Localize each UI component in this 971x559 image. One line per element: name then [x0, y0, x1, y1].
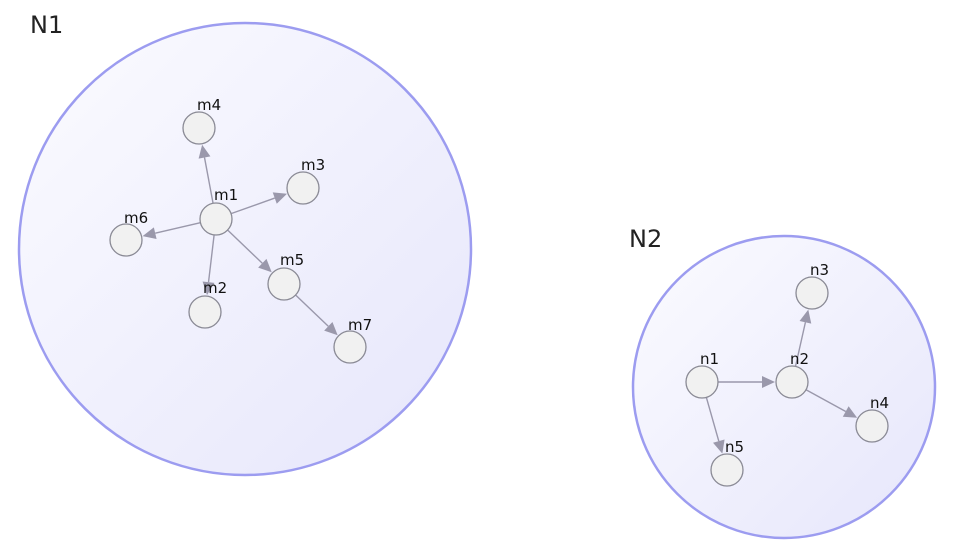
edge-arrowhead	[142, 227, 157, 240]
node-n4[interactable]: n4	[855, 394, 889, 443]
edge-line	[227, 229, 263, 264]
edge-m5-m7	[295, 294, 338, 336]
node-label: m1	[214, 186, 238, 204]
node-label: m2	[203, 279, 227, 297]
node-m3[interactable]: m3	[286, 156, 325, 205]
node-circle[interactable]	[188, 295, 222, 329]
node-n5[interactable]: n5	[710, 438, 744, 487]
node-m6[interactable]: m6	[109, 209, 148, 257]
edge-line	[705, 397, 720, 442]
node-label: m7	[348, 316, 372, 334]
node-m5[interactable]: m5	[267, 251, 304, 301]
node-label: m5	[280, 251, 304, 269]
node-circle[interactable]	[710, 453, 744, 487]
node-circle[interactable]	[267, 267, 301, 301]
cluster-n2: N2 n1 n2 n3 n4 n5	[629, 225, 937, 540]
edge-line	[794, 322, 807, 367]
node-m7[interactable]: m7	[333, 316, 372, 364]
cluster-n1-boundary	[17, 21, 473, 477]
edge-m1-m3	[230, 192, 287, 215]
node-label: n1	[700, 350, 719, 368]
cluster-n1-title: N1	[30, 11, 63, 39]
edge-arrowhead	[324, 321, 338, 336]
edge-arrowhead	[762, 376, 775, 388]
node-m1[interactable]: m1	[199, 186, 238, 236]
edge-arrowhead	[799, 309, 812, 324]
edge-arrowhead	[272, 192, 287, 204]
node-label: n2	[790, 350, 809, 368]
edge-n1-n2	[718, 376, 775, 388]
node-circle[interactable]	[855, 409, 889, 443]
node-circle[interactable]	[286, 171, 320, 205]
edge-m1-m2	[202, 234, 215, 296]
cluster-n2-nodes: n1 n2 n3 n4 n5	[685, 261, 889, 487]
edge-line	[155, 221, 201, 234]
edge-n1-n5	[705, 397, 725, 454]
node-n3[interactable]: n3	[795, 261, 829, 310]
node-label: n5	[725, 438, 744, 456]
node-m2[interactable]: m2	[188, 279, 227, 329]
edge-arrowhead	[713, 439, 725, 454]
node-circle[interactable]	[775, 365, 809, 399]
edge-m1-m4	[198, 144, 214, 204]
edge-line	[207, 234, 215, 283]
edge-line	[295, 294, 329, 327]
node-circle[interactable]	[333, 330, 367, 364]
cluster-n1-edges	[142, 144, 338, 336]
edge-n2-n3	[794, 309, 812, 367]
edge-n2-n4	[805, 389, 858, 418]
cluster-n2-edges	[705, 309, 858, 454]
edge-arrowhead	[198, 144, 211, 159]
node-circle[interactable]	[109, 223, 143, 257]
edge-arrowhead	[842, 406, 858, 418]
cluster-n1: N1 m1 m2 m3 m4 m5 m6 m7	[17, 11, 473, 477]
node-label: n3	[810, 261, 829, 279]
node-n2[interactable]: n2	[775, 350, 809, 399]
node-m4[interactable]: m4	[182, 96, 221, 145]
node-circle[interactable]	[795, 276, 829, 310]
edge-arrowhead	[202, 281, 215, 296]
edge-m1-m6	[142, 221, 201, 240]
node-circle[interactable]	[199, 202, 233, 236]
edge-line	[230, 197, 275, 215]
node-circle[interactable]	[685, 365, 719, 399]
node-label: n4	[870, 394, 889, 412]
cluster-n2-title: N2	[629, 225, 662, 253]
node-n1[interactable]: n1	[685, 350, 719, 399]
node-label: m3	[301, 156, 325, 174]
edge-line	[805, 389, 847, 413]
node-label: m4	[197, 96, 221, 114]
edge-arrowhead	[258, 258, 272, 273]
edge-line	[203, 157, 214, 204]
node-circle[interactable]	[182, 111, 216, 145]
node-label: m6	[124, 209, 148, 227]
edge-m1-m5	[227, 229, 272, 273]
cluster-n1-nodes: m1 m2 m3 m4 m5 m6 m7	[109, 96, 372, 364]
